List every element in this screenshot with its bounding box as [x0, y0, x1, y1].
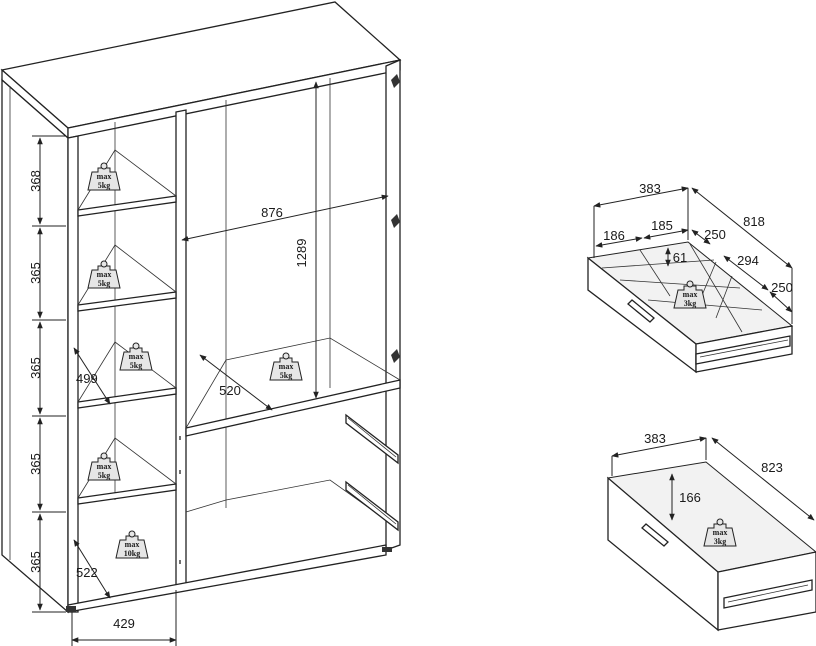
weight-icon: max 5kg	[269, 352, 303, 381]
svg-text:max: max	[683, 290, 698, 299]
svg-text:max: max	[125, 540, 140, 549]
shelf-height-2: 365	[28, 262, 43, 284]
middle-divider	[175, 109, 187, 588]
compartment-4: 294	[737, 253, 759, 268]
left-side-panel	[1, 78, 69, 614]
svg-text:max: max	[97, 462, 112, 471]
compartment-height: 61	[673, 250, 687, 265]
depth-lower-label: 522	[76, 565, 98, 580]
left-width-label: 429	[113, 616, 135, 631]
svg-text:5kg: 5kg	[98, 471, 110, 480]
svg-text:5kg: 5kg	[280, 371, 292, 380]
shelf-height-1: 368	[28, 170, 43, 192]
weight-icon: max 5kg	[87, 162, 121, 191]
drawer-handle	[641, 523, 669, 547]
shelf-height-3: 365	[28, 357, 43, 379]
svg-text:5kg: 5kg	[98, 181, 110, 190]
right-shelf	[185, 379, 401, 437]
inner-width-label: 876	[261, 205, 283, 220]
depth-upper-label: 499	[76, 371, 98, 386]
drawer-bottom-depth: 823	[761, 460, 783, 475]
drawer-runners	[179, 413, 399, 564]
svg-text:3kg: 3kg	[684, 299, 696, 308]
svg-text:max: max	[97, 172, 112, 181]
svg-text:max: max	[713, 528, 728, 537]
weight-icon: max 5kg	[87, 452, 121, 481]
svg-text:5kg: 5kg	[130, 361, 142, 370]
compartment-1: 186	[603, 228, 625, 243]
left-shelves	[77, 149, 177, 505]
weight-icon: max 5kg	[119, 342, 153, 371]
weight-icon: max 5kg	[87, 260, 121, 289]
drawer-bottom-dimensions: 383 823 166 max 3kg	[611, 431, 815, 547]
right-side-panel	[385, 59, 401, 551]
drawer-top-depth: 818	[743, 214, 765, 229]
right-depth-label: 520	[219, 383, 241, 398]
drawer-bottom-height: 166	[679, 490, 701, 505]
shelf-height-5: 365	[28, 551, 43, 573]
compartment-2: 185	[651, 218, 673, 233]
svg-text:10kg: 10kg	[124, 549, 140, 558]
svg-text:max: max	[129, 352, 144, 361]
compartment-5: 250	[771, 280, 793, 295]
svg-text:max: max	[279, 362, 294, 371]
svg-text:5kg: 5kg	[98, 279, 110, 288]
weight-icon: max 3kg	[703, 518, 737, 547]
drawer-handle	[627, 299, 655, 323]
weight-icon: max 10kg	[115, 530, 149, 559]
drawer-top-dimensions: 383 818 186 185 250 294 250 61 max 3kg	[593, 181, 793, 324]
svg-text:max: max	[97, 270, 112, 279]
weight-icon: max 3kg	[673, 280, 707, 309]
cabinet-dimensions: 368 365 365 365 365 499 522 429 876 1289…	[28, 81, 389, 646]
shelf-height-4: 365	[28, 453, 43, 475]
cabinet-weight-icons: max 5kg max 5kg max 5kg max 5kg max 10kg…	[87, 162, 303, 559]
drawer-top-width: 383	[639, 181, 661, 196]
inner-height-label: 1289	[294, 239, 309, 268]
drawer-bottom-width: 383	[644, 431, 666, 446]
compartment-3: 250	[704, 227, 726, 242]
svg-text:3kg: 3kg	[714, 537, 726, 546]
cabinet	[0, 1, 402, 614]
hinges	[391, 74, 400, 363]
